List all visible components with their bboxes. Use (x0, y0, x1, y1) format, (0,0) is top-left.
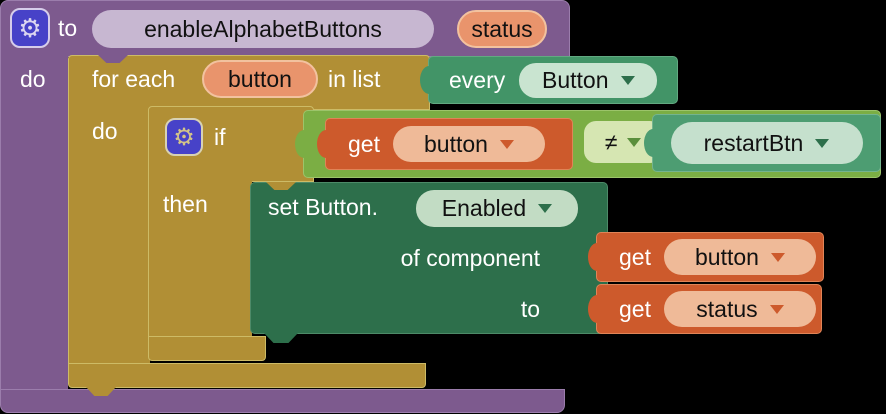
if-label: if (214, 124, 226, 150)
get-label: get (619, 295, 651, 322)
get-label: get (619, 243, 651, 270)
dropdown-arrow-icon[interactable] (620, 75, 635, 85)
restartbtn-dropdown[interactable]: restartBtn (670, 122, 863, 164)
if-block-left-column[interactable] (148, 180, 252, 338)
get-button-block-component[interactable]: get button (596, 232, 824, 282)
foreach-top-notch (98, 55, 128, 63)
dropdown-arrow-icon[interactable] (499, 139, 514, 149)
get-label: get (348, 130, 380, 157)
foreach-block-footer[interactable] (68, 363, 426, 388)
procedure-block-footer[interactable] (0, 389, 565, 413)
set-block-next-connector (264, 333, 298, 343)
every-component-value: Button (542, 66, 609, 93)
dropdown-arrow-icon[interactable] (770, 252, 785, 262)
set-button-label: set Button. (268, 194, 378, 220)
dropdown-arrow-icon[interactable] (538, 204, 553, 213)
every-label: every (449, 66, 506, 93)
set-block-top-notch (266, 182, 296, 190)
procedure-name-field[interactable]: enableAlphabetButtons (92, 10, 434, 48)
then-label: then (163, 191, 208, 217)
if-mutator-gear-icon[interactable]: ⚙ (165, 118, 203, 156)
mutator-gear-icon[interactable]: ⚙ (10, 8, 50, 48)
every-component-dropdown[interactable]: Button (519, 62, 658, 98)
every-component-block[interactable]: every Button (428, 56, 678, 104)
procedure-block-left-column[interactable] (0, 56, 68, 389)
property-dropdown[interactable]: Enabled (416, 190, 578, 227)
foreach-do-label: do (92, 118, 118, 144)
dropdown-arrow-icon[interactable] (769, 304, 784, 314)
if-block-footer[interactable] (148, 336, 266, 361)
procedure-name-text: enableAlphabetButtons (144, 15, 382, 42)
of-component-label: of component (400, 245, 540, 271)
property-value: Enabled (441, 195, 527, 221)
get-button-dropdown[interactable]: button (663, 239, 816, 275)
get-status-value: status (696, 295, 758, 322)
loop-variable-badge[interactable]: button (202, 60, 318, 98)
get-status-block[interactable]: get status (596, 284, 822, 334)
get-button-value: button (424, 130, 488, 157)
procedure-do-label: do (20, 66, 46, 92)
get-button-block-condition[interactable]: get button (325, 118, 573, 170)
param-status-text: status (471, 15, 533, 42)
to-label: to (520, 296, 540, 322)
loop-variable-text: button (228, 65, 292, 92)
foreach-label: for each (92, 66, 176, 92)
dropdown-arrow-icon[interactable] (815, 138, 830, 148)
not-equal-operator: ≠ (604, 128, 618, 155)
foreach-block-left-column[interactable] (68, 106, 150, 366)
foreach-next-connector (86, 387, 116, 396)
restartbtn-component-block[interactable]: restartBtn (652, 114, 881, 172)
procedure-to-label: to (58, 15, 78, 41)
get-button-value: button (695, 243, 759, 270)
dropdown-arrow-icon[interactable] (627, 137, 642, 147)
get-button-dropdown[interactable]: button (392, 126, 545, 162)
param-status-badge[interactable]: status (457, 10, 547, 48)
foreach-in-list-label: in list (328, 66, 381, 92)
restartbtn-value: restartBtn (703, 129, 804, 156)
get-status-dropdown[interactable]: status (663, 291, 816, 327)
